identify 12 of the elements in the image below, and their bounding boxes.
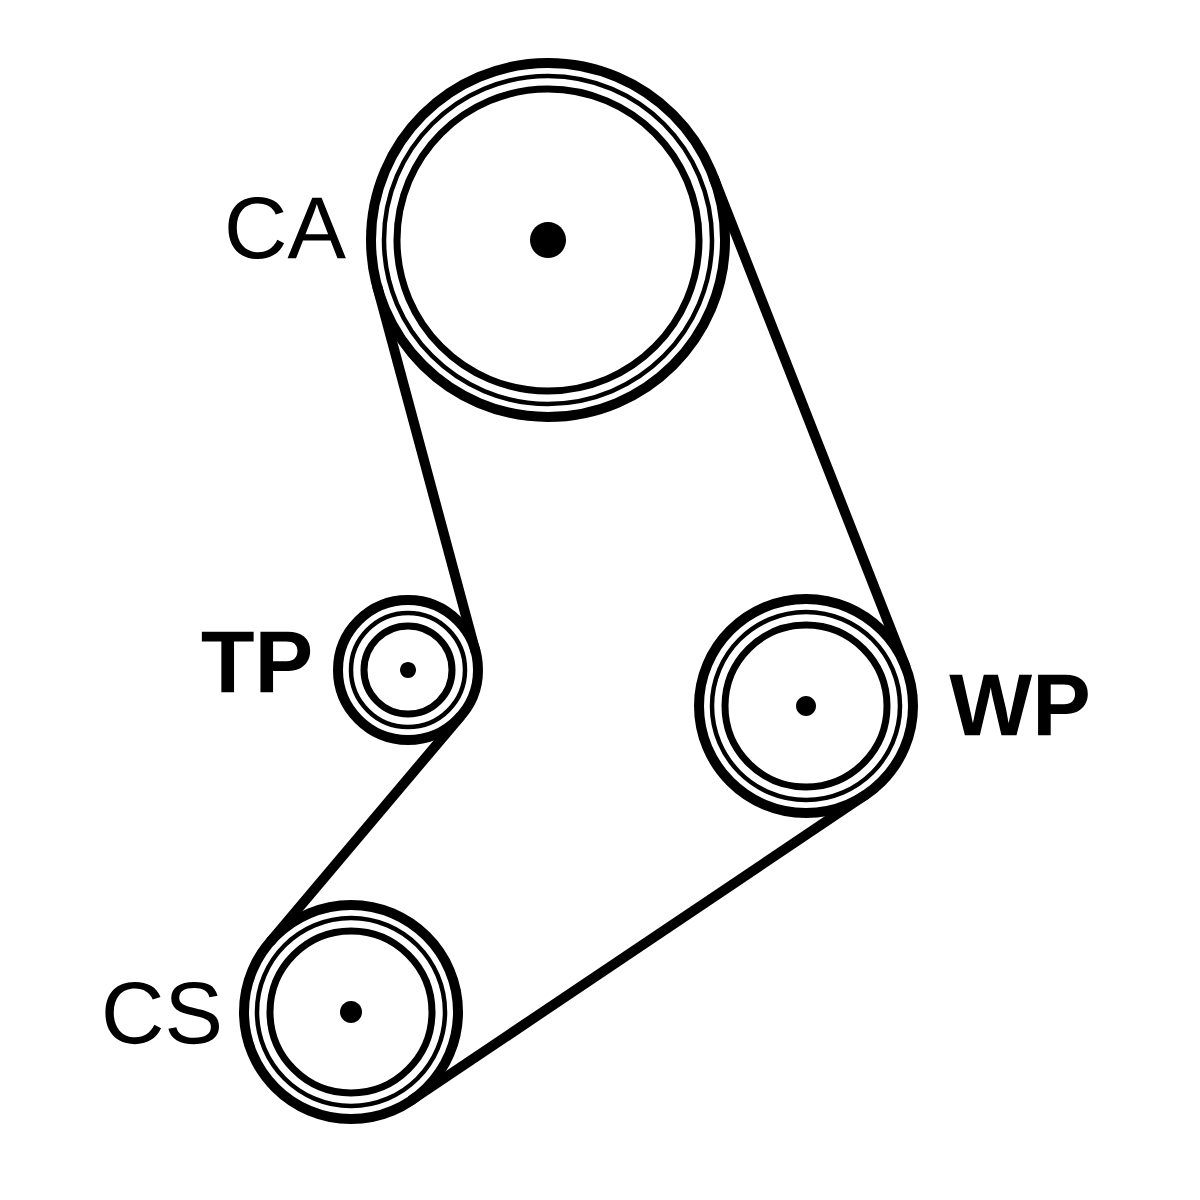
pulley-label: TP: [201, 631, 311, 693]
belt: [408, 790, 869, 1105]
belt: [708, 174, 911, 670]
pulley: [694, 594, 918, 818]
pulley: [239, 900, 463, 1124]
pulley: [333, 595, 483, 745]
pulley: [366, 58, 730, 422]
pulley-label: WP: [949, 674, 1088, 736]
belt: [372, 284, 481, 654]
pulley-label: CA: [228, 196, 346, 260]
belt: [266, 712, 465, 945]
pulley-label: CS: [105, 981, 219, 1045]
